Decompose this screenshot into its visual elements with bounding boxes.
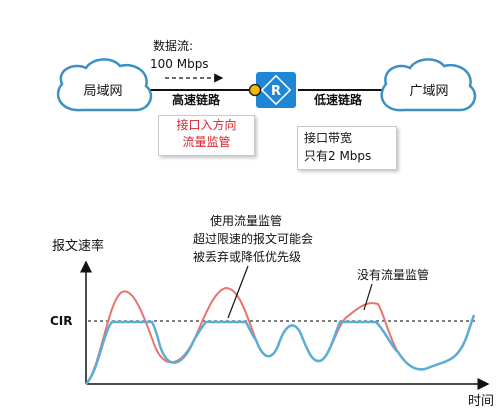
callout-with-policing-pointer [227,265,249,319]
policing-note-box: 接口入方向 流量监管 [158,115,255,156]
flow-title: 数据流: [153,38,193,53]
svg-text:R: R [271,84,281,99]
y-axis-label: 报文速率 [52,238,104,254]
callout-with-policing-line-1: 使用流量监管 [210,213,282,228]
bandwidth-note-box: 接口带宽 只有2 Mbps [297,126,397,170]
callout-with-policing-line-3: 被丢弃或降低优先级 [193,249,301,264]
policing-note-line-2: 流量监管 [182,135,231,149]
cir-label: CIR [50,314,73,328]
low-speed-link-label: 低速链路 [313,92,363,107]
callout-without-policing: 没有流量监管 [357,267,429,282]
wan-label: 广域网 [409,84,448,99]
callout-with-policing-line-2: 超过限速的报文可能会 [193,231,313,246]
flow-rate: 100 Mbps [150,57,209,71]
policing-note-line-1: 接口入方向 [176,118,237,132]
policed-traffic-curve [85,314,476,385]
wan-cloud-icon [380,58,477,112]
lan-label: 局域网 [83,84,122,99]
interface-dot-icon [248,83,262,97]
bandwidth-note-line-2: 只有2 Mbps [304,149,372,163]
router-icon: R [256,72,296,108]
lan-cloud-icon [56,58,153,112]
callout-without-policing-pointer [363,283,373,311]
high-speed-link-label: 高速链路 [172,92,221,107]
bandwidth-note-line-1: 接口带宽 [304,131,353,145]
x-axis-label: 时间 [468,394,494,409]
